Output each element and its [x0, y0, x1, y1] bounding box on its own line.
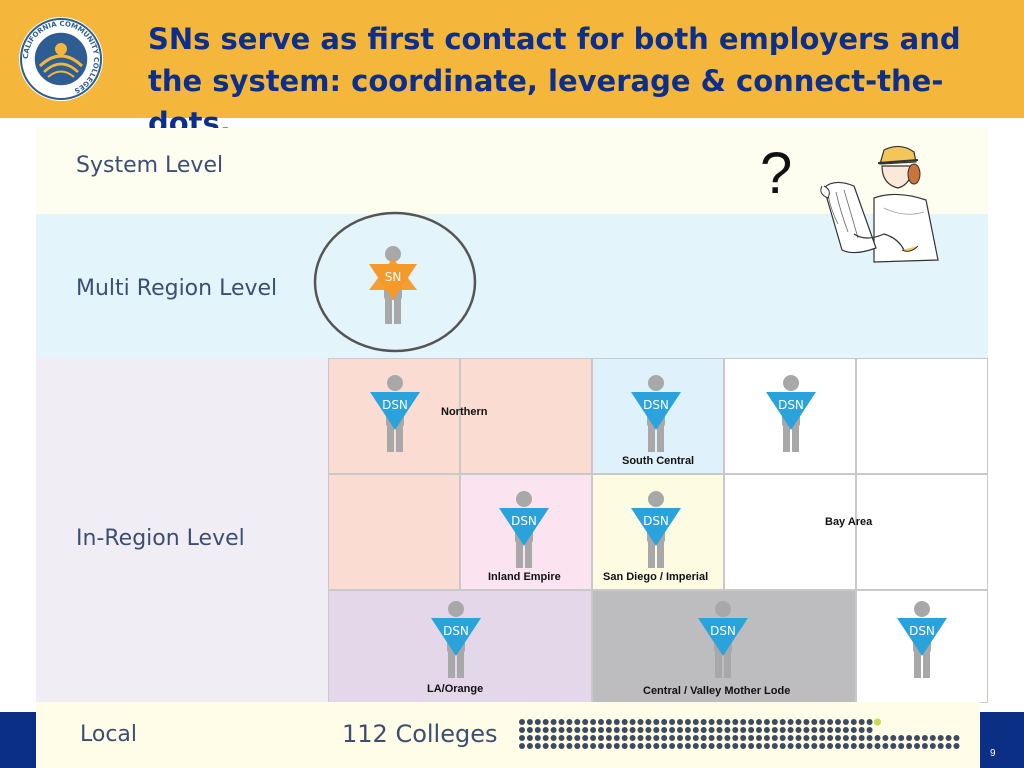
system-level-label: System Level [76, 153, 224, 178]
slide-header [0, 0, 1024, 118]
local-level-label: Local [80, 722, 138, 747]
region-label-la-orange: LA/Orange [427, 683, 484, 695]
region-cell [724, 474, 856, 590]
svg-text:SN: SN [385, 270, 402, 284]
svg-text:DSN: DSN [710, 624, 736, 638]
dsn-person-icon: DSN [698, 601, 748, 678]
region-label-san-diego: San Diego / Imperial [603, 571, 709, 583]
region-label-bay-area: Bay Area [825, 516, 873, 528]
region-label-south-central: South Central [622, 455, 695, 467]
question-mark: ? [760, 141, 793, 206]
region-cell [328, 474, 460, 590]
header-divider [20, 118, 1010, 121]
svg-text:DSN: DSN [511, 514, 537, 528]
svg-text:DSN: DSN [909, 624, 935, 638]
dsn-person-icon: DSN [631, 375, 681, 452]
multi-region-level-band [36, 214, 988, 358]
sn-person-icon: SN [369, 246, 417, 324]
dsn-person-icon: DSN [766, 375, 816, 452]
dsn-person-icon: DSN [370, 375, 420, 452]
svg-text:DSN: DSN [443, 624, 469, 638]
region-cell [460, 358, 592, 474]
colleges-count-label: 112 Colleges [342, 720, 498, 748]
region-cell [856, 474, 988, 590]
region-label-central-valley: Central / Valley Mother Lode [643, 685, 791, 697]
svg-text:DSN: DSN [382, 398, 408, 412]
dsn-person-icon: DSN [897, 601, 947, 678]
region-cell [856, 358, 988, 474]
svg-text:DSN: DSN [778, 398, 804, 412]
svg-text:DSN: DSN [643, 514, 669, 528]
colleges-dots-icon [519, 718, 960, 749]
dsn-person-icon: DSN [499, 491, 549, 568]
sn-highlight-circle [313, 211, 477, 353]
california-community-colleges-logo: CALIFORNIA COMMUNITY COLLEGES [19, 17, 103, 101]
region-label-inland-empire: Inland Empire [488, 571, 561, 583]
dsn-person-icon: DSN [631, 491, 681, 568]
svg-text:DSN: DSN [643, 398, 669, 412]
in-region-level-label: In-Region Level [76, 526, 245, 551]
slide-title: SNs serve as first contact for both empl… [148, 22, 961, 140]
local-level-band [36, 702, 980, 768]
region-label-northern: Northern [441, 406, 488, 418]
engineer-with-blueprints-icon [820, 145, 939, 263]
dsn-person-icon: DSN [431, 601, 481, 678]
multi-region-level-label: Multi Region Level [76, 276, 278, 301]
page-number: 9 [990, 748, 996, 759]
